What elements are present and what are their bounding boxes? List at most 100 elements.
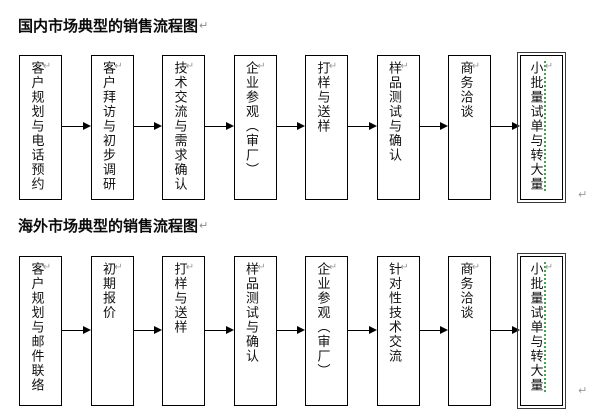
flow-arrow	[62, 122, 91, 131]
arrow-shaft	[133, 126, 155, 127]
flow-step-label: 客户拜访与初步调研	[100, 61, 115, 192]
arrow-shaft	[419, 126, 441, 127]
paragraph-mark-icon: ↵	[41, 262, 53, 273]
flow-step-label: 商务洽谈	[457, 61, 473, 119]
arrow-shaft	[62, 330, 84, 331]
flow-arrow	[205, 122, 234, 131]
flow-step-box[interactable]: 客户规划与电话预约↵	[19, 55, 62, 200]
paragraph-mark-icon: ↵	[470, 262, 482, 273]
paragraph-mark-icon: ↵	[327, 61, 339, 72]
arrow-shaft	[491, 126, 513, 127]
flow-step-box[interactable]: 商务洽谈↵	[448, 256, 491, 406]
flow-step-text-wrap: 商务洽谈↵	[449, 262, 490, 402]
flow-step-box[interactable]: 小批量试单与转大量↵	[516, 52, 566, 203]
arrow-shaft	[419, 330, 441, 331]
flow-step-box[interactable]: 针对性技术交流↵	[376, 256, 420, 406]
flow-arrow	[133, 122, 162, 131]
flow-step-text-wrap: 针对性技术交流↵	[378, 262, 419, 402]
flow-step-text-wrap: 企业参观（审厂）↵	[306, 262, 347, 402]
flow-step-box[interactable]: 企业参观（审厂）↵	[233, 55, 277, 200]
arrow-head-icon	[440, 326, 448, 334]
section-title-domestic: 国内市场典型的销售流程图↵	[18, 16, 208, 36]
arrow-head-icon	[154, 122, 162, 130]
flow-step-text-wrap: 客户拜访与初步调研↵	[92, 61, 133, 196]
flow-step-box[interactable]: 样品测试与确认↵	[376, 55, 420, 200]
paragraph-mark-icon: ↵	[578, 384, 588, 397]
paragraph-mark-icon: ↵	[578, 188, 588, 201]
flow-step-label: 初期报价	[100, 262, 115, 320]
arrow-head-icon	[368, 122, 377, 130]
flow-arrow	[276, 122, 305, 131]
flow-step-text-wrap: 打样与送样↵	[163, 262, 204, 402]
paragraph-mark-icon: ↵	[41, 61, 53, 72]
arrow-head-icon	[82, 122, 91, 130]
flow-step-text-wrap: 客户规划与邮件联络↵	[20, 262, 61, 402]
flow-step-box[interactable]: 初期报价↵	[90, 256, 134, 406]
flow-arrow	[133, 326, 162, 335]
flow-step-text-wrap: 打样与送样↵	[306, 61, 347, 196]
flow-step-box[interactable]: 打样与送样↵	[305, 55, 348, 200]
flow-step-text-wrap: 样品测试与确认↵	[378, 61, 419, 196]
paragraph-mark-icon: ↵	[327, 262, 339, 273]
flow-step-label: 打样与送样	[171, 262, 187, 335]
paragraph-mark-icon: ↵	[256, 61, 267, 72]
flow-step-label: 打样与送样	[314, 61, 330, 134]
flow-step-box[interactable]: 客户拜访与初步调研↵	[90, 55, 134, 200]
paragraph-mark-icon: ↵	[113, 262, 124, 273]
flow-step-text-wrap: 商务洽谈↵	[449, 61, 490, 196]
arrow-head-icon	[440, 122, 448, 130]
flow-step-box[interactable]: 客户规划与邮件联络↵	[19, 256, 62, 406]
flow-step-box[interactable]: 技术交流与需求确认↵	[162, 55, 205, 200]
arrow-head-icon	[297, 122, 305, 130]
arrow-shaft	[348, 126, 370, 127]
flow-arrow	[348, 326, 377, 335]
arrow-shaft	[348, 330, 370, 331]
paragraph-mark-icon: ↵	[184, 262, 196, 273]
paragraph-mark-icon: ↵	[470, 61, 482, 72]
flow-arrow	[419, 122, 448, 131]
arrow-shaft	[276, 330, 298, 331]
flow-step-label: 商务洽谈	[457, 262, 473, 320]
flow-step-box[interactable]: 打样与送样↵	[162, 256, 205, 406]
flow-step-box[interactable]: 商务洽谈↵	[448, 55, 491, 200]
flow-step-text-wrap: 样品测试与确认↵	[235, 262, 276, 402]
flow-step-box[interactable]: 企业参观（审厂）↵	[305, 256, 348, 406]
paragraph-mark-icon: ↵	[256, 262, 267, 273]
flow-step-box[interactable]: 样品测试与确认↵	[233, 256, 277, 406]
arrow-shaft	[276, 126, 298, 127]
flow-arrow	[348, 122, 377, 131]
flow-step-label: 客户规划与电话预约	[28, 61, 44, 192]
flow-step-label: 技术交流与需求确认	[171, 61, 187, 192]
paragraph-mark-icon: ↵	[399, 262, 410, 273]
flow-step-label: 小批量试单与转大量	[527, 262, 546, 393]
flow-step-label: 客户规划与邮件联络	[28, 262, 44, 393]
arrow-head-icon	[511, 326, 520, 334]
paragraph-mark-icon: ↵	[199, 219, 209, 232]
flow-step-label: 样品测试与确认	[386, 61, 401, 163]
arrow-shaft	[133, 330, 155, 331]
flow-step-label: 小批量试单与转大量	[527, 61, 546, 192]
arrow-shaft	[205, 126, 227, 127]
arrow-head-icon	[368, 326, 377, 334]
arrow-shaft	[62, 126, 84, 127]
flow-step-text-wrap: 小批量试单与转大量↵	[521, 61, 562, 196]
flow-arrow	[62, 326, 91, 335]
paragraph-mark-icon: ↵	[543, 262, 555, 273]
flow-arrow	[491, 122, 520, 131]
flow-step-text-wrap: 初期报价↵	[92, 262, 133, 402]
arrow-head-icon	[225, 122, 234, 130]
flow-diagram-overseas: 客户规划与邮件联络↵初期报价↵打样与送样↵样品测试与确认↵企业参观（审厂）↵针对…	[0, 253, 600, 409]
arrow-shaft	[491, 330, 513, 331]
paragraph-mark-icon: ↵	[199, 19, 209, 32]
section-title-text: 海外市场典型的销售流程图	[18, 217, 199, 235]
arrow-head-icon	[297, 326, 305, 334]
flow-step-box[interactable]: 小批量试单与转大量↵	[516, 253, 566, 409]
flow-arrow	[491, 326, 520, 335]
section-title-text: 国内市场典型的销售流程图	[18, 17, 199, 35]
flow-diagram-domestic: 客户规划与电话预约↵客户拜访与初步调研↵技术交流与需求确认↵企业参观（审厂）↵打…	[0, 52, 600, 203]
paragraph-mark-icon: ↵	[113, 61, 124, 72]
flow-arrow	[419, 326, 448, 335]
arrow-head-icon	[82, 326, 91, 334]
flow-step-text-wrap: 企业参观（审厂）↵	[235, 61, 276, 196]
